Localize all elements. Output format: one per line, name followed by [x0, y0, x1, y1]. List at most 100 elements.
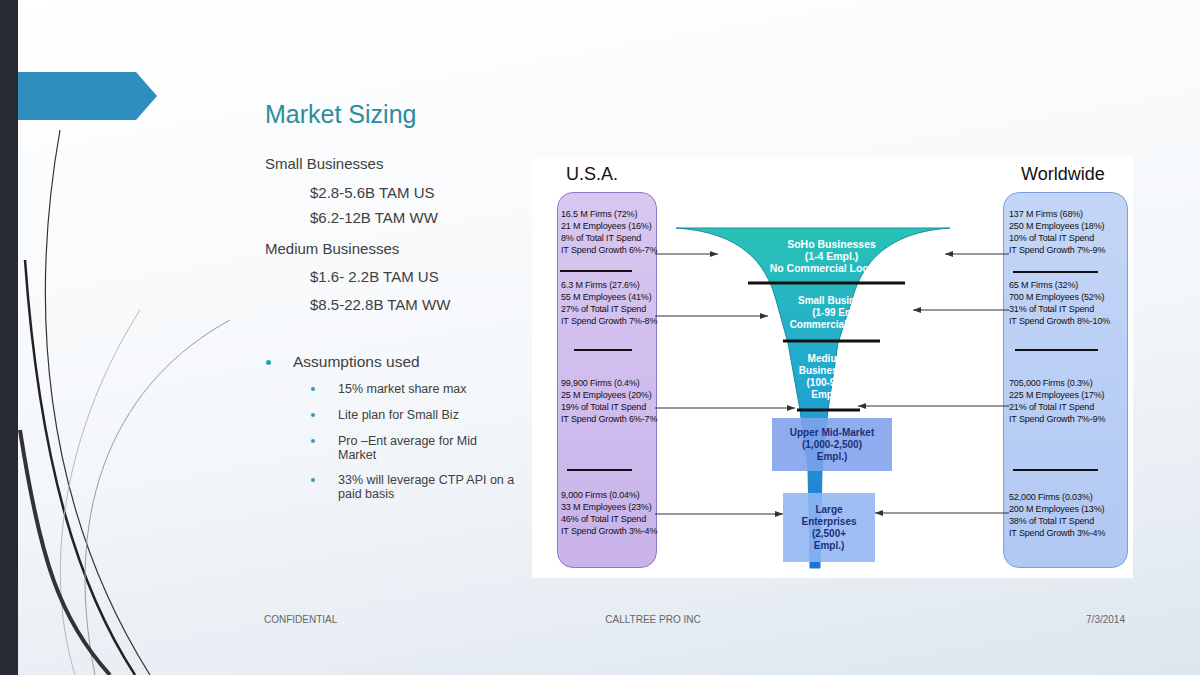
stat-line: 137 M Firms (68%)	[1009, 208, 1126, 220]
segment-stats: 9,000 Firms (0.04%)33 M Employees (23%)4…	[561, 489, 655, 539]
tam-figure: $2.8-5.6B TAM US	[310, 184, 435, 202]
bullet-dot	[311, 413, 315, 417]
group-separator	[560, 270, 632, 272]
title-tab	[18, 72, 157, 120]
connector-arrow	[655, 316, 768, 317]
stat-line: IT Spend Growth 6%-7%	[561, 244, 655, 256]
band-divider	[797, 409, 860, 412]
bullet-dot	[266, 360, 271, 365]
stat-line: 16.5 M Firms (72%)	[561, 208, 655, 220]
stat-line: 21% of Total IT Spend	[1009, 401, 1126, 413]
stat-line: 705,000 Firms (0.3%)	[1009, 377, 1126, 389]
group-separator	[1013, 469, 1098, 471]
segment-box: Upper Mid-Market(1,000-2,500)Empl.)	[772, 418, 892, 471]
segment-stats: 6.3 M Firms (27.6%)55 M Employees (41%)2…	[561, 279, 655, 329]
band-label: (1-99 Empl.)	[812, 307, 869, 319]
segment-stats: 52,000 Firms (0.03%)200 M Employees (13%…	[1009, 491, 1126, 541]
band-label: Commercial Location	[790, 319, 892, 331]
connector-arrow	[913, 310, 1009, 311]
connector-arrow	[655, 254, 718, 255]
funnel-band: Medium Businesses(100-999 Empl.)	[795, 343, 858, 410]
stat-line: 700 M Employees (52%)	[1009, 291, 1126, 303]
connector-arrow	[655, 514, 783, 515]
stat-line: 31% of Total IT Spend	[1009, 303, 1126, 315]
stat-line: 225 M Employees (17%)	[1009, 389, 1126, 401]
stat-line: 33 M Employees (23%)	[561, 501, 655, 513]
stat-line: 55 M Employees (41%)	[561, 291, 655, 303]
stat-line: 9,000 Firms (0.04%)	[561, 489, 655, 501]
box-label: Empl.)	[817, 451, 848, 463]
stat-line: IT Spend Growth 7%-9%	[1009, 244, 1126, 256]
band-label: (100-999 Empl.)	[795, 377, 858, 401]
stat-line: 6.3 M Firms (27.6%)	[561, 279, 655, 291]
stat-line: 46% of Total IT Spend	[561, 513, 655, 525]
stat-line: 21 M Employees (16%)	[561, 220, 655, 232]
band-label: Medium Businesses	[795, 353, 858, 377]
stat-line: 38% of Total IT Spend	[1009, 515, 1126, 527]
stat-line: 25 M Employees (20%)	[561, 389, 655, 401]
segment-stats: 705,000 Firms (0.3%)225 M Employees (17%…	[1009, 377, 1126, 427]
funnel-band: SoHo Businesses(1-4 Empl.)No Commercial …	[718, 228, 945, 283]
stat-line: 27% of Total IT Spend	[561, 303, 655, 315]
segment-stats: 65 M Firms (32%)700 M Employees (52%)31%…	[1009, 279, 1126, 329]
stat-line: 10% of Total IT Spend	[1009, 232, 1126, 244]
panel-heading: U.S.A.	[566, 164, 618, 185]
bullet-dot	[311, 387, 315, 391]
bullet-dot	[311, 439, 315, 443]
band-label: Small Businesses	[798, 295, 883, 307]
segment-stats: 16.5 M Firms (72%)21 M Employees (16%)8%…	[561, 208, 655, 258]
box-label: Upper Mid-Market	[790, 427, 874, 439]
sub-bullet-text: 15% market share max	[338, 382, 467, 396]
diagram-backdrop	[532, 157, 1133, 578]
segment-box: Large Enterprises(2,500+ Empl.)	[783, 493, 875, 562]
tam-figure: $8.5-22.8B TAM WW	[310, 296, 450, 314]
stat-line: IT Spend Growth 8%-10%	[1009, 315, 1126, 327]
segment-stats: 137 M Firms (68%)250 M Employees (18%)10…	[1009, 208, 1126, 258]
connector-arrow	[945, 254, 1009, 255]
stat-line: IT Spend Growth 6%-7%	[561, 413, 655, 425]
section-heading: Small Businesses	[265, 155, 383, 173]
group-separator	[1015, 349, 1098, 351]
footer-text: CONFIDENTIAL	[264, 614, 337, 626]
funnel-shape	[676, 228, 950, 568]
sub-bullet-text: Lite plan for Small Biz	[338, 408, 459, 422]
connector-arrow	[875, 513, 1009, 514]
section-heading: Medium Businesses	[265, 240, 399, 258]
group-separator	[574, 349, 632, 351]
swoosh-line	[25, 260, 135, 675]
segment-stats: 99,900 Firms (0.4%)25 M Employees (20%)1…	[561, 377, 655, 427]
stat-line: 65 M Firms (32%)	[1009, 279, 1126, 291]
stat-line: IT Spend Growth 7%-8%	[561, 315, 655, 327]
panel-heading: Worldwide	[1021, 164, 1105, 185]
stat-line: IT Spend Growth 7%-9%	[1009, 413, 1126, 425]
band-divider	[783, 340, 880, 343]
swoosh-line	[45, 130, 150, 675]
funnel-band: Small Businesses(1-99 Empl.)Commercial L…	[768, 285, 913, 341]
bullet-text: Assumptions used	[293, 353, 420, 371]
stat-line: 99,900 Firms (0.4%)	[561, 377, 655, 389]
band-divider	[748, 282, 905, 285]
swoosh-line	[20, 430, 110, 675]
connector-arrow	[655, 408, 795, 409]
bullet-dot	[311, 478, 315, 482]
sub-bullet-text: Pro –Ent average for Mid Market	[338, 434, 516, 462]
group-separator	[1013, 271, 1098, 273]
swoosh-line	[85, 320, 230, 675]
region-panel: Worldwide137 M Firms (68%)250 M Employee…	[1003, 192, 1128, 568]
group-separator	[567, 469, 632, 471]
stat-line: IT Spend Growth 3%-4%	[561, 525, 655, 537]
stat-line: IT Spend Growth 3%-4%	[1009, 527, 1126, 539]
band-label: SoHo Businesses	[787, 238, 876, 250]
box-label: (2,500+ Empl.)	[798, 528, 860, 552]
stat-line: 8% of Total IT Spend	[561, 232, 655, 244]
stat-line: 250 M Employees (18%)	[1009, 220, 1126, 232]
stat-line: 52,000 Firms (0.03%)	[1009, 491, 1126, 503]
stat-line: 19% of Total IT Spend	[561, 401, 655, 413]
band-label: No Commercial Location	[770, 262, 894, 274]
tam-figure: $1.6- 2.2B TAM US	[310, 268, 439, 286]
tam-figure: $6.2-12B TAM WW	[310, 209, 438, 227]
region-panel: U.S.A.16.5 M Firms (72%)21 M Employees (…	[557, 192, 657, 568]
sub-bullet-text: 33% will leverage CTP API on a paid basi…	[338, 473, 516, 501]
footer-text: 7/3/2014	[1025, 614, 1125, 626]
